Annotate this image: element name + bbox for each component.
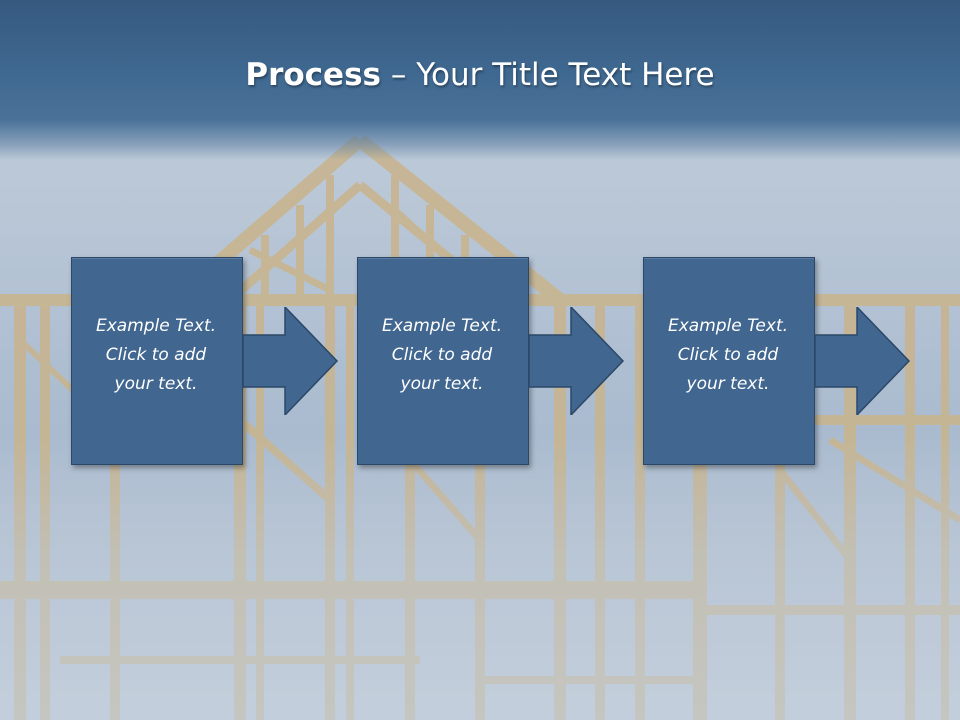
- title-rest-text: – Your Title Text Here: [381, 57, 715, 93]
- title-bar: [0, 0, 960, 160]
- step-text[interactable]: Example Text. Click to add your text.: [667, 316, 789, 394]
- title-bold-text: Process: [245, 57, 381, 93]
- step-text[interactable]: Example Text. Click to add your text.: [381, 316, 503, 394]
- process-step-3[interactable]: Example Text. Click to add your text.: [643, 257, 817, 465]
- right-arrow-icon: [529, 307, 625, 415]
- process-step-2[interactable]: Example Text. Click to add your text.: [357, 257, 531, 465]
- step-box: [71, 257, 243, 465]
- background-fade: [0, 440, 960, 720]
- process-step-1[interactable]: Example Text. Click to add your text.: [71, 257, 245, 465]
- right-arrow-icon: [815, 307, 911, 415]
- right-arrow-icon: [243, 307, 339, 415]
- step-box: [357, 257, 529, 465]
- step-box: [643, 257, 815, 465]
- step-text[interactable]: Example Text. Click to add your text.: [95, 316, 217, 394]
- slide-title[interactable]: Process – Your Title Text Here: [0, 52, 960, 98]
